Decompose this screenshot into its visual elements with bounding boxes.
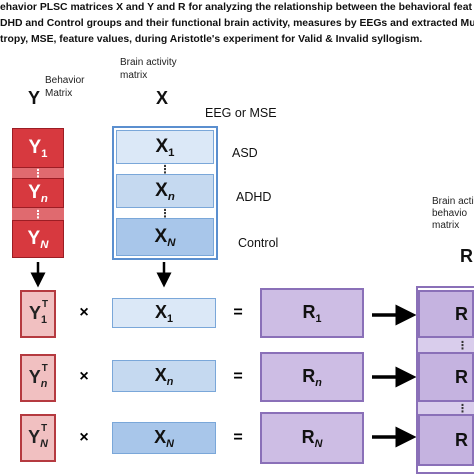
y-block-first-subscript: 1 [41,147,48,160]
right-column-label-line-1: Brain acti [432,196,474,207]
x-block-first: X1 [116,130,214,164]
y-column-label-line-2: Matrix [45,88,73,99]
yt-last-symbol: Y [28,426,41,447]
y-ellipsis-1: ⋮ [12,168,64,180]
r-stacked-mid: R [418,352,474,402]
group-label-control: Control [238,236,279,250]
r-block-first: R1 [260,288,364,338]
yt-first-symbol: Y [28,302,41,323]
x-row-last-subscript: N [166,437,174,450]
x-block-mid-subscript: n [167,190,175,203]
x-row-mid-subscript: n [166,375,174,388]
right-column-label-line-2: behavio [432,208,468,219]
y-block-mid-subscript: n [40,192,48,205]
equals-operator-3: = [233,429,243,446]
r-last-subscript: N [314,437,323,450]
x-row-first-symbol: X [154,301,167,322]
y-block-mid: Yn [12,178,64,208]
right-column-label: Brain acti behavio matrix [432,196,474,232]
y-block-first-symbol: Y [28,136,42,158]
x-column-label: Brain activity matrix [120,56,177,82]
r-first-subscript: 1 [315,312,322,325]
y-column-symbol: Y [28,88,41,108]
x-column-label-line-1: Brain activity [120,57,177,68]
right-column-label-line-3: matrix [432,220,460,231]
y-block-mid-symbol: Y [28,181,41,203]
figure-caption: ehavior PLSC matrices X and Y and R for … [0,0,474,48]
x-block-last-symbol: X [154,225,168,247]
group-label-asd: ASD [232,146,258,160]
y-column-label-line-1: Behavior [45,75,85,86]
x-row-last-symbol: X [154,426,167,447]
x-row-mid-symbol: X [154,364,167,385]
x-row-block-first: X1 [112,298,216,328]
yt-mid-transpose: T [41,362,48,374]
r-stacked-mid-symbol: R [455,366,468,387]
x-block-first-symbol: X [155,135,169,157]
y-block-last-subscript: N [40,238,49,251]
r-stacked-ellipsis-2: ⋮ [418,402,474,415]
y-block-last: YN [12,220,64,258]
measure-label: EEG or MSE [205,106,277,120]
equals-operator-2: = [233,368,243,385]
yt-last-transpose: T [41,422,48,434]
r-stacked-last-symbol: R [455,429,468,450]
caption-line-3: tropy, MSE, feature values, during Arist… [0,34,423,45]
caption-line-1: ehavior PLSC matrices X and Y and R for … [0,2,472,13]
r-mid-symbol: R [302,365,316,386]
x-block-last: XN [116,218,214,256]
r-block-mid: Rn [260,352,364,402]
times-operator-2: × [79,368,89,385]
x-row-block-mid: Xn [112,360,216,392]
yt-last-subscript: N [40,437,48,450]
r-first-symbol: R [302,301,316,322]
x-block-last-subscript: N [167,236,176,249]
y-ellipsis-2: ⋮ [12,208,64,221]
right-column-symbol: R [460,246,473,266]
yt-mid-subscript: n [40,377,48,390]
r-last-symbol: R [301,426,315,447]
r-stacked-last: R [418,414,474,466]
y-block-first: Y1 [12,128,64,168]
r-stacked-first: R [418,290,474,338]
r-stacked-ellipsis-1: ⋮ [418,338,474,352]
x-matrix-frame [112,126,218,260]
yt-first-subscript: 1 [41,313,48,326]
x-column-label-line-2: matrix [120,70,148,81]
caption-line-2: DHD and Control groups and their functio… [0,18,474,29]
group-label-adhd: ADHD [236,190,272,204]
x-row-block-last: XN [112,422,216,454]
x-row-first-subscript: 1 [167,312,174,325]
x-block-mid: Xn [116,174,214,208]
equals-operator-1: = [233,304,243,321]
y-column-label: Behavior Matrix [45,74,84,100]
times-operator-3: × [79,429,89,446]
r-block-last: RN [260,412,364,464]
x-block-first-subscript: 1 [168,146,175,159]
x-ellipsis-2: ⋮ [159,207,171,220]
r-mid-subscript: n [315,376,322,389]
yt-first-transpose: T [41,298,49,310]
x-block-mid-symbol: X [155,179,168,201]
times-operator-1: × [79,304,89,321]
x-column-symbol: X [156,88,169,108]
y-block-last-symbol: Y [27,227,41,249]
yt-mid-symbol: Y [28,366,41,387]
x-ellipsis-1: ⋮ [159,163,171,176]
r-stacked-first-symbol: R [455,303,468,324]
r-stacked-frame [416,286,474,474]
